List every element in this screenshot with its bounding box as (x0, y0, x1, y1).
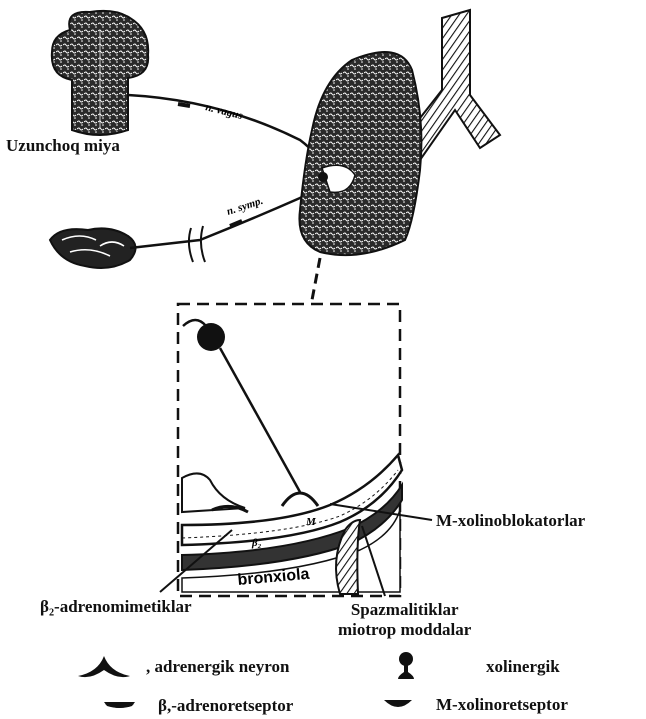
sympathetic-nerve-label: n. symp. (225, 195, 264, 218)
legend-adrenergic-neuron: , adrenergik neyron (146, 657, 289, 677)
medulla-label: Uzunchoq miya (6, 137, 120, 154)
ganglion-icon (50, 228, 136, 268)
legend-beta-receptor: β,-adrenoretseptor (158, 696, 293, 716)
legend-cholinergic: xolinergik (486, 657, 560, 677)
m-receptor-legend-icon (384, 700, 412, 707)
cholinergic-legend-icon (398, 652, 414, 679)
lung-icon (299, 52, 421, 255)
brain-icon (52, 11, 148, 135)
inset-beta-label: β₂ (251, 537, 262, 549)
sympathetic-nerve (130, 185, 323, 262)
adrenergic-neuron-legend-icon (78, 656, 130, 677)
adrenergic-fiber (182, 473, 248, 512)
spasmolytics-line1: Spazmalitiklar (338, 600, 471, 620)
inset-leader-line (312, 258, 320, 300)
spasmolytics-line2: miotrop moddalar (338, 620, 471, 640)
beta-receptor-legend-icon (104, 702, 135, 708)
spasmolytics-label: Spazmalitiklar miotrop moddalar (338, 600, 471, 640)
beta2-agonist-label: β₂-adrenomimetiklar (40, 598, 192, 615)
m-blocker-label: M-xolinoblokatorlar (436, 512, 585, 529)
vagus-nerve-label: n. vagus (204, 101, 244, 122)
inset-m-label: M (305, 516, 317, 528)
legend-m-receptor: M-xolinoretseptor (436, 695, 568, 715)
